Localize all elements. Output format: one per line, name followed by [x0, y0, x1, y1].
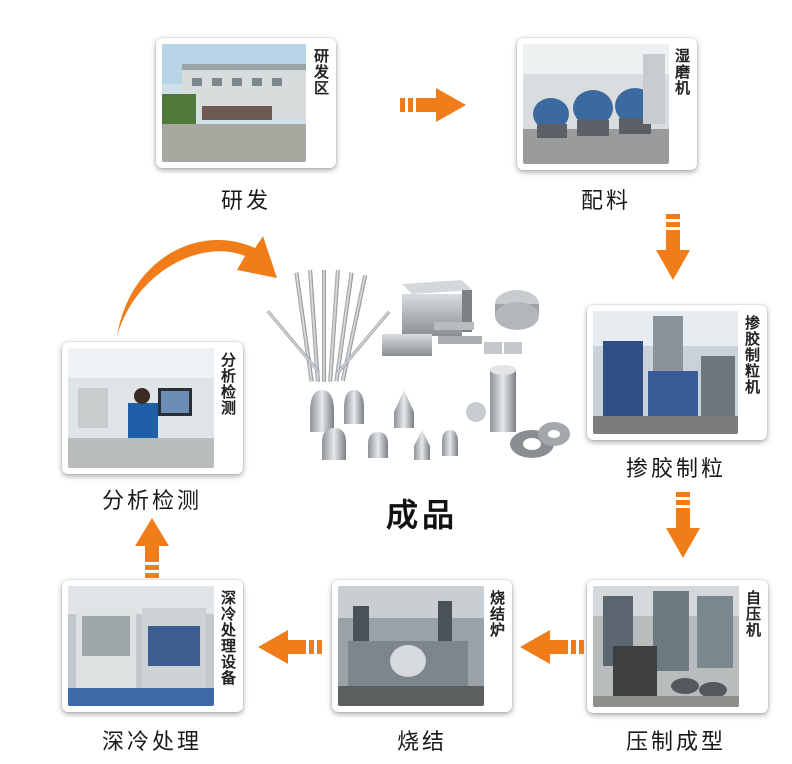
finished-product-title: 成品 — [385, 496, 458, 534]
test-caption: 分析检测 — [101, 489, 202, 514]
orange-arrow-icon — [258, 630, 322, 664]
orange-arrow-icon — [666, 492, 700, 558]
test-photo — [68, 348, 214, 468]
step-card-gran: 掺胶制粒机 — [587, 305, 767, 440]
sinter-photo-label: 烧结炉 — [488, 590, 506, 638]
sinter-photo — [338, 586, 484, 706]
orange-arrow-icon — [520, 630, 584, 664]
mix-photo — [523, 44, 669, 164]
step-card-press: 自压机 — [587, 580, 768, 713]
press-caption: 压制成型 — [625, 730, 726, 755]
cryo-photo-label: 深冷处理设备 — [219, 590, 237, 686]
gran-photo-label: 掺胶制粒机 — [743, 315, 761, 395]
cryo-photo — [68, 586, 214, 706]
test-photo-label: 分析检测 — [219, 352, 237, 416]
press-photo-label: 自压机 — [744, 590, 762, 638]
gran-photo — [593, 311, 738, 434]
step-card-mix: 湿磨机 — [517, 38, 697, 170]
press-photo — [593, 586, 739, 707]
mix-photo-label: 湿磨机 — [673, 48, 691, 96]
rd-photo-label: 研发区 — [312, 48, 330, 96]
rd-caption: 研发 — [220, 189, 271, 214]
mix-caption: 配料 — [580, 189, 631, 214]
gran-caption: 掺胶制粒 — [625, 457, 726, 482]
orange-arrow-icon — [656, 214, 690, 280]
finished-products-image — [262, 262, 572, 472]
orange-arrow-icon — [135, 518, 169, 578]
cryo-caption: 深冷处理 — [101, 730, 202, 755]
step-card-test: 分析检测 — [62, 342, 243, 474]
step-card-rd: 研发区 — [156, 38, 336, 168]
orange-arrow-icon — [400, 88, 466, 122]
sinter-caption: 烧结 — [396, 730, 447, 755]
rd-photo — [162, 44, 306, 162]
step-card-cryo: 深冷处理设备 — [62, 580, 243, 712]
curved-orange-arrow-icon — [105, 218, 280, 338]
step-card-sinter: 烧结炉 — [332, 580, 512, 712]
